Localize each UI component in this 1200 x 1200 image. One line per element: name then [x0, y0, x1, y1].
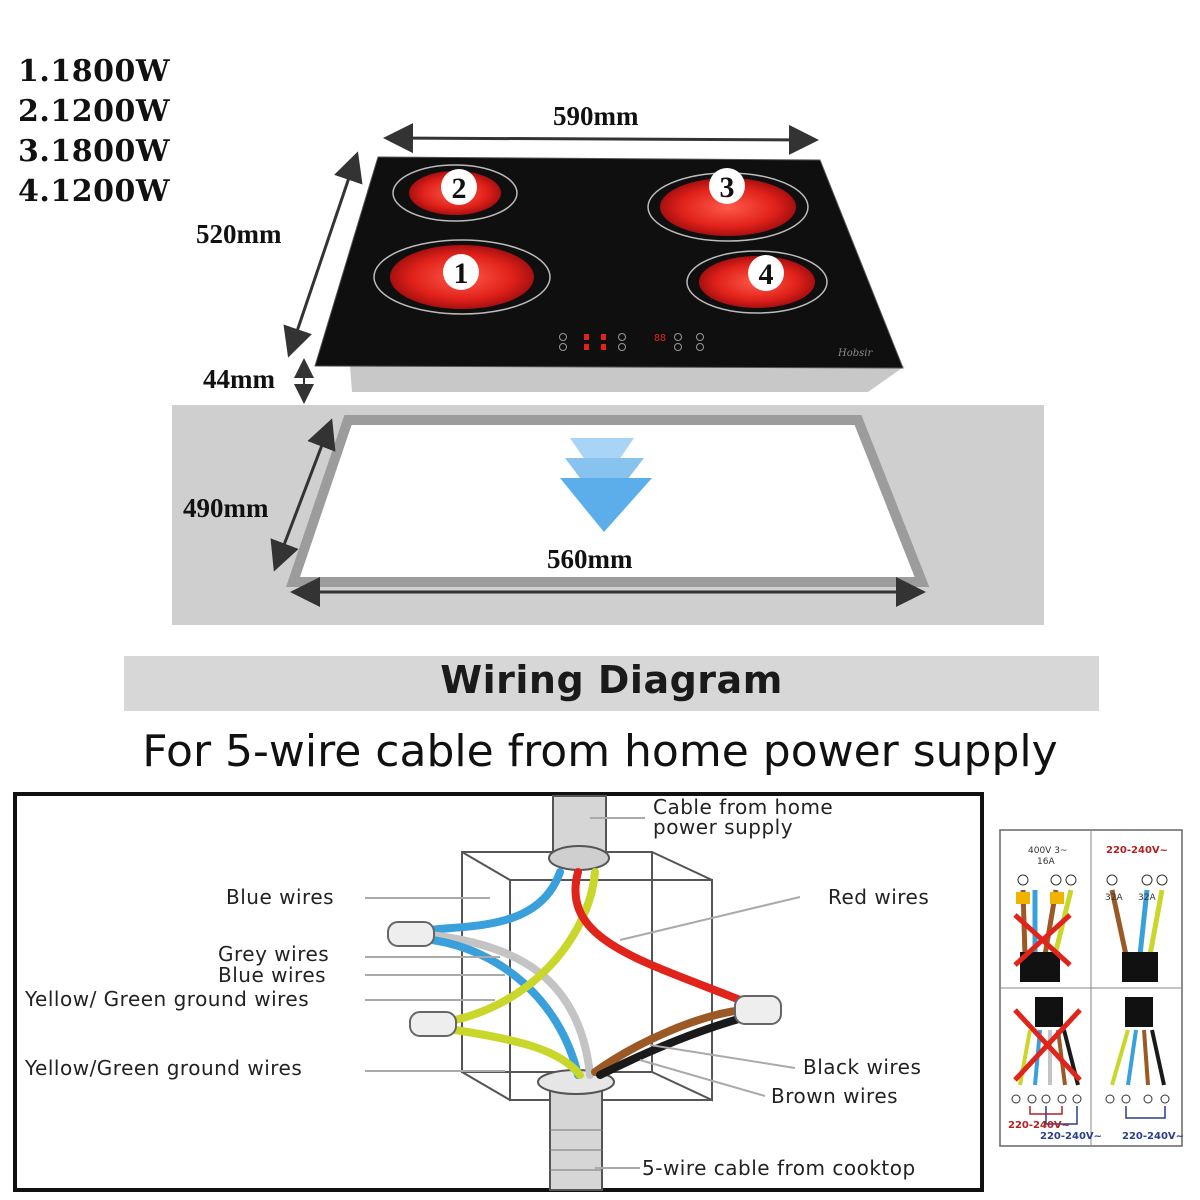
cutout-width-label: 560mm — [547, 544, 633, 574]
ref3-voltage-2: 220-240V~ — [1040, 1131, 1103, 1142]
cooktop-dimension-diagram: 2 1 3 4 88 Hobsir — [172, 123, 1044, 625]
ref-panel-3 — [1011, 997, 1082, 1125]
depth-dimension-line — [283, 151, 363, 358]
burner-badge-2 — [441, 169, 477, 205]
height-label: 44mm — [203, 364, 275, 394]
brown-wire — [591, 1006, 746, 1076]
burner-spec-3: 3.1800W — [18, 134, 171, 169]
wiring-subtitle: For 5-wire cable from home power supply — [142, 726, 1058, 777]
depth-label: 520mm — [196, 219, 282, 249]
ref3-voltage-1: 220-240V~ — [1008, 1120, 1071, 1131]
control-display: 88 — [654, 333, 666, 344]
label-yg-ground-2: Yellow/Green ground wires — [25, 1056, 303, 1080]
wiring-title: Wiring Diagram — [440, 658, 783, 702]
ref-panel-4 — [1105, 997, 1170, 1119]
blue-wire-upper — [426, 868, 564, 934]
width-label: 590mm — [553, 101, 639, 131]
width-dimension-line — [383, 123, 819, 155]
ref2-breaker-2: 32A — [1138, 893, 1156, 903]
cooktop-base — [350, 366, 905, 392]
ref1-current: 16A — [1037, 857, 1055, 867]
label-cable-home-line2: power supply — [653, 815, 794, 839]
blue-wire-lower — [428, 936, 582, 1079]
insert-arrow-icon — [560, 438, 652, 532]
ref2-breaker-1: 32A — [1105, 893, 1123, 903]
burner-number-1: 1 — [454, 257, 469, 290]
yg-ground-wire-lower — [451, 1026, 584, 1079]
home-supply-cable — [548, 795, 610, 871]
label-red-wires: Red wires — [828, 885, 930, 909]
label-black-wires: Black wires — [803, 1055, 922, 1079]
burner-number-3: 3 — [720, 171, 735, 204]
burner-number-2: 2 — [452, 172, 467, 205]
yg-ground-wire-upper — [451, 868, 599, 1024]
cooktop-cable — [537, 1069, 615, 1191]
burner-spec-1: 1.1800W — [18, 54, 171, 89]
label-yg-ground-1: Yellow/ Green ground wires — [25, 987, 310, 1011]
wire-connector-top-left — [387, 921, 435, 947]
ref-panel-2 — [1106, 874, 1168, 982]
ref1-voltage: 400V 3~ — [1028, 846, 1068, 856]
label-brown-wires: Brown wires — [771, 1084, 899, 1108]
ref2-voltage: 220-240V~ — [1106, 845, 1169, 856]
label-cable-home-line1: Cable from home — [653, 795, 834, 819]
burner-badge-3 — [709, 168, 745, 204]
wiring-frame — [13, 792, 984, 1192]
wire-connector-right — [734, 995, 782, 1025]
black-wire — [596, 1014, 746, 1079]
ref-panel-1 — [1013, 874, 1077, 982]
brand-logo: Hobsir — [837, 348, 873, 359]
burner-spec-2: 2.1200W — [18, 94, 171, 129]
cutout-depth-dimension-line — [270, 418, 336, 572]
touch-control-panel — [559, 333, 704, 351]
burner-badge-1 — [443, 254, 479, 290]
wires — [426, 868, 746, 1079]
cutout-depth-label: 490mm — [183, 493, 269, 523]
burner-number-4: 4 — [759, 258, 774, 291]
label-leaders — [365, 817, 801, 1169]
label-cable-cooktop: 5-wire cable from cooktop — [642, 1156, 916, 1180]
burner-badge-4 — [748, 255, 784, 291]
ref4-voltage: 220-240V~ — [1122, 1131, 1185, 1142]
burner-spec-4: 4.1200W — [18, 174, 171, 209]
label-blue-wires: Blue wires — [226, 885, 335, 909]
wire-connector-mid-left — [409, 1011, 457, 1037]
red-wire — [571, 868, 744, 1004]
label-blue-wires-2: Blue wires — [218, 963, 327, 987]
label-grey-wires: Grey wires — [218, 942, 330, 966]
wiring-title-banner — [124, 656, 1099, 711]
